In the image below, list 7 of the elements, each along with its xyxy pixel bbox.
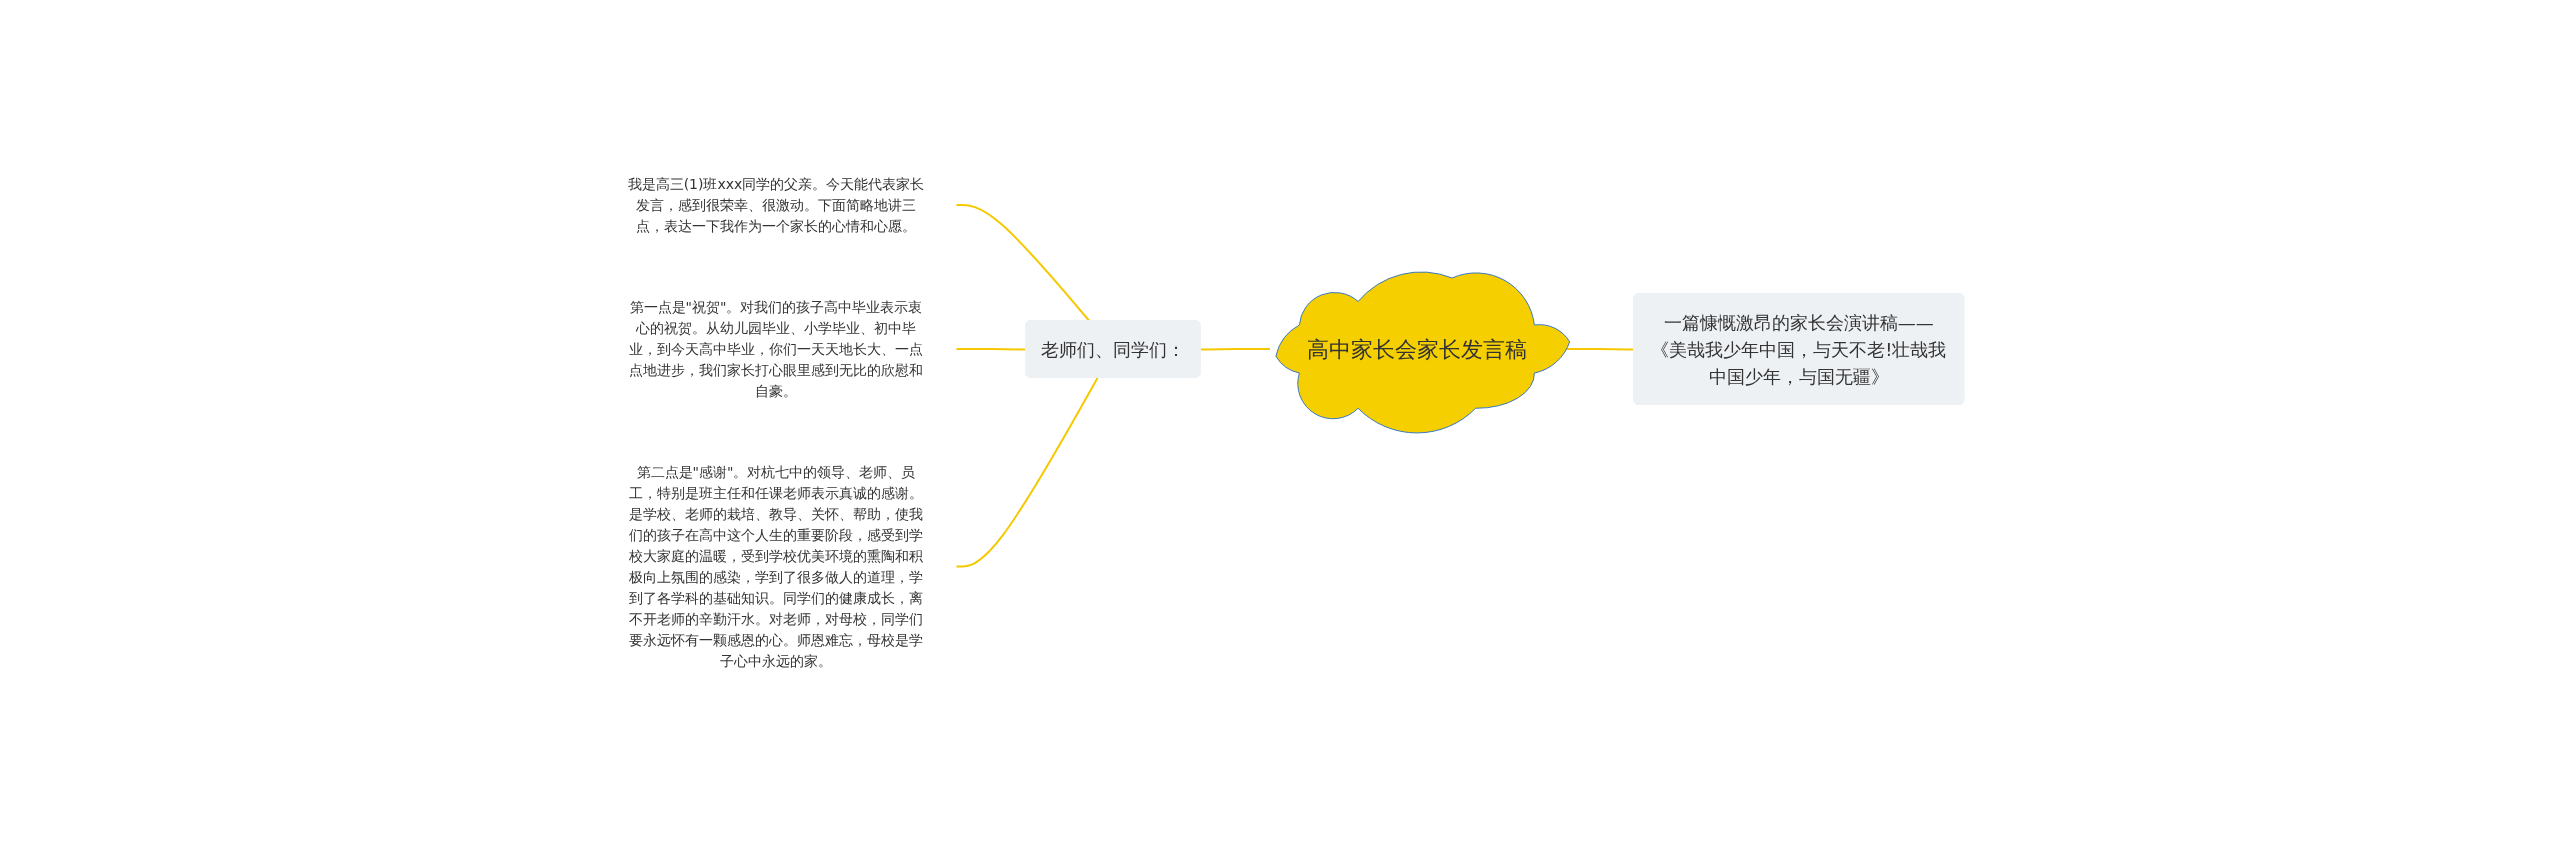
node-text: 我是高三(1)班xxx同学的父亲。今天能代表家长发言，感到很荣幸、很激动。下面简略地讲三点，表达一下我作为一个家长的心情和心愿。	[627, 175, 925, 234]
node-text: 第一点是"祝贺"。对我们的孩子高中毕业表示衷心的祝贺。从幼儿园毕业、小学毕业、初中毕业，到今天高中毕业，你们一天天地长大、一点点地进步，我们家长打心眼里感到无比的欣慰和自豪。	[629, 298, 924, 399]
connector	[955, 377, 1099, 568]
connector	[1199, 348, 1272, 351]
node-text: 第二点是"感谢"。对杭七中的领导、老师、员工，特别是班主任和任课老师表示真诚的感谢。是学校、老师的栽培、教导、关怀、帮助，使我们的孩子在高中这个人生的重要阶段，感受到学校大家庭的温暖，受到学校优美环境的熏陶和积极向上氛围的感染，学到了很多做人的道理，学到了各学科的基础知识。同学们的健康成长，离不开老师的辛勤汗水。对老师，对母校，同学们要永远怀有一颗感恩的心。师恩难忘，母校是学子心中永远的家。	[629, 463, 924, 669]
connector	[955, 204, 1091, 322]
connector	[955, 348, 1028, 351]
